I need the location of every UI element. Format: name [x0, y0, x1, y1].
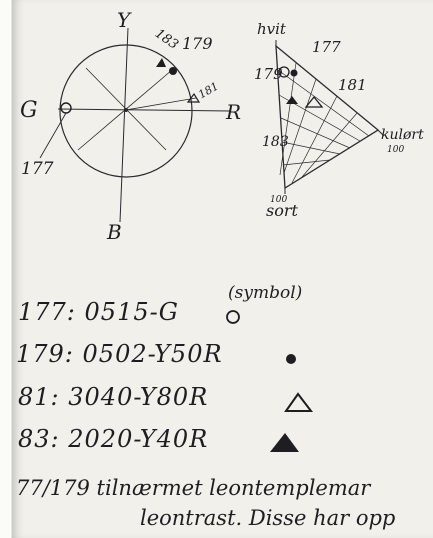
- code-line-181: 81: 3040-Y80R: [18, 383, 209, 411]
- ncs-triangle: [275, 44, 380, 190]
- triangle-label-183: 183: [262, 134, 289, 150]
- label-kulort: kulørt: [381, 127, 424, 143]
- leader-177: [39, 112, 67, 159]
- label-sort: sort: [266, 201, 298, 220]
- triangle-label-177: 177: [312, 38, 341, 56]
- label-g: G: [20, 98, 38, 123]
- center-dot: [124, 108, 128, 112]
- open-triangle-icon: [284, 392, 314, 412]
- g-r-axis: [57, 108, 231, 112]
- circle-label-177: 177: [21, 159, 54, 179]
- note-line-2: leontrast. Disse har opp: [140, 506, 396, 530]
- hue-line-c: [125, 97, 197, 111]
- code-line-179: 179: 0502-Y50R: [16, 340, 223, 368]
- open-circle-icon: [226, 310, 240, 324]
- code-line-177: 177: 0515-G: [18, 298, 179, 326]
- label-sort-value: 100: [270, 195, 288, 205]
- triangle-marker-179: [290, 69, 298, 77]
- label-y: Y: [117, 8, 131, 32]
- label-hvit: hvit: [257, 20, 286, 38]
- y-b-axis: [119, 27, 129, 223]
- label-r: R: [226, 100, 242, 124]
- notebook-page: [12, 0, 433, 538]
- triangle-label-179: 179: [254, 65, 283, 83]
- triangle-marker-183: [286, 96, 298, 104]
- triangle-marker-181: [304, 95, 324, 108]
- circle-marker-181: [186, 92, 201, 103]
- filled-dot-icon: [286, 354, 296, 364]
- label-kulort-value: 100: [387, 145, 405, 155]
- circle-marker-179: [169, 67, 177, 75]
- circle-label-179: 179: [182, 34, 213, 53]
- filled-triangle-icon: [270, 433, 299, 452]
- triangle-marker-177: [278, 66, 290, 78]
- note-line-1: 77/179 tilnærmet leontemplemar: [16, 476, 371, 500]
- code-line-183: 83: 2020-Y40R: [18, 425, 209, 453]
- circle-marker-177: [60, 102, 72, 114]
- label-b: B: [107, 220, 122, 244]
- circle-marker-183: [156, 58, 166, 67]
- triangle-label-181: 181: [338, 76, 367, 94]
- symbol-header: (symbol): [228, 283, 303, 303]
